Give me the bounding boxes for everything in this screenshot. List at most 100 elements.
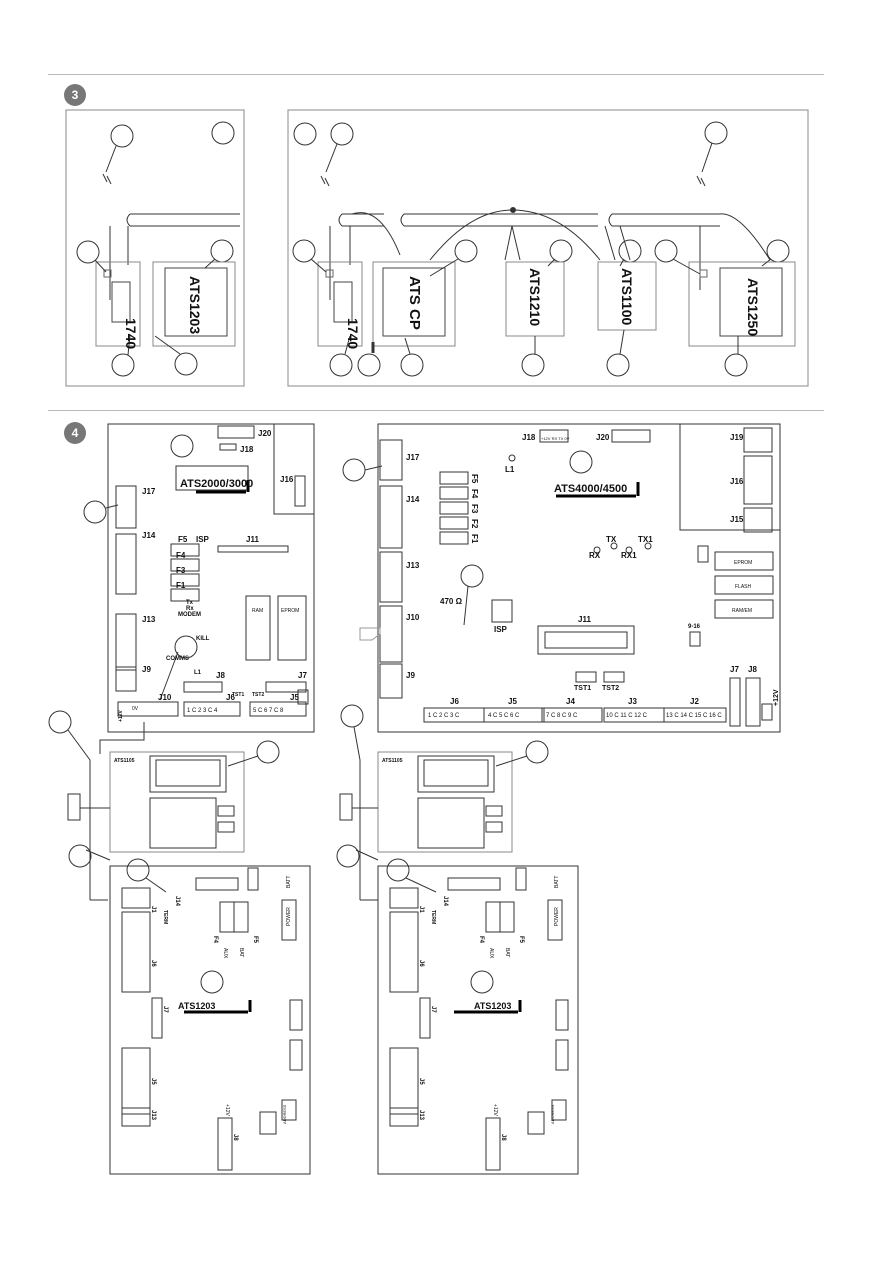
exp-right-f5: F5 <box>518 936 524 944</box>
diagram-3-right <box>287 109 809 387</box>
ats2000-j5: J5 <box>290 693 299 702</box>
ats2000-comms: COMMS <box>166 656 189 662</box>
exp-left-f4: F4 <box>212 936 218 944</box>
exp-right-j13: J13 <box>418 1110 424 1121</box>
exp-right-power: POWER <box>554 907 560 926</box>
ats4000-f1: F1 <box>470 534 479 544</box>
ats4000-j18-pins: +12V RX TX 0V <box>541 436 570 441</box>
ats4000-isp: ISP <box>494 625 508 634</box>
ats2000-kill: KILL <box>196 636 210 642</box>
ats4000-tx: TX <box>606 535 617 544</box>
ats4000-j14: J14 <box>406 495 420 504</box>
ats2000-f4-label: F4 <box>176 551 186 560</box>
ats4000-j17: J17 <box>406 453 420 462</box>
exp-left-aux: AUX <box>222 948 228 959</box>
exp-right-batt: BATT <box>554 876 560 888</box>
ats4000-eprom: EPROM <box>734 560 752 566</box>
ats4000-j19: J19 <box>730 433 744 442</box>
exp-left-j14: J14 <box>174 896 180 907</box>
ats2000-j18: J18 <box>240 445 254 454</box>
keypad-right <box>336 704 549 901</box>
ats2000-j17: J17 <box>142 487 156 496</box>
exp-left-address: ADDRESS <box>282 1104 287 1124</box>
ats2000-j10: J10 <box>158 693 172 702</box>
ats4000-j5: J5 <box>508 697 517 706</box>
ats2000-j6-pins: 1 C 2 3 C 4 <box>187 708 218 714</box>
ats4000-j4-pins: 7 C 8 C 9 C <box>546 713 578 719</box>
exp-left-f5: F5 <box>252 936 258 944</box>
ats4000-l1: L1 <box>505 465 515 474</box>
expander-left <box>109 858 311 1175</box>
ats4000-tx1: TX1 <box>638 535 653 544</box>
ats4000-j20: J20 <box>596 433 610 442</box>
exp-right-term: TERM <box>430 910 436 924</box>
exp-left-bat: BAT <box>238 948 244 957</box>
ats4000-title: ATS4000/4500 <box>554 483 627 495</box>
exp-right-12v: +12V <box>492 1104 498 1116</box>
ats4000-j2: J2 <box>690 697 699 706</box>
ats4000-j3-pins: 10 C 11 C 12 C <box>606 713 648 719</box>
ats2000-f5: F5 <box>178 535 188 544</box>
ats2000-tst1: TST1 <box>232 692 244 698</box>
ats4000-j18: J18 <box>522 433 536 442</box>
ats4000-j10: J10 <box>406 613 420 622</box>
exp-right-address: ADDRESS <box>550 1104 555 1124</box>
ats2000-modem: MODEM <box>178 612 201 618</box>
ats2000-tx: Tx <box>186 600 194 606</box>
ats2000-j11: J11 <box>246 535 259 544</box>
ats2000-board <box>83 423 315 733</box>
exp-left-j8: J8 <box>232 1134 238 1141</box>
ats2000-j16: J16 <box>280 475 294 484</box>
ats2000-j5-pins: 5 C 6 7 C 8 <box>253 708 284 714</box>
ats4000-j8: J8 <box>748 665 757 674</box>
step-4-badge: 4 <box>64 422 86 444</box>
ats2000-0v: 0V <box>132 706 139 712</box>
ats4000-j9: J9 <box>406 671 415 680</box>
exp-right-j1: J1 <box>418 906 424 913</box>
ats2000-j6: J6 <box>226 693 235 702</box>
exp-right-j8: J8 <box>500 1134 506 1141</box>
ats4000-j3: J3 <box>628 697 637 706</box>
ats4000-flash: FLASH <box>735 584 752 590</box>
label-ats1100: ATS1100 <box>619 268 635 326</box>
exp-left-j7: J7 <box>162 1006 168 1013</box>
keypad-right-label: ATS1105 <box>382 758 403 764</box>
ats2000-j20: J20 <box>258 429 272 438</box>
ats2000-ram: RAM <box>252 608 263 614</box>
ats4000-f5: F5 <box>470 474 479 484</box>
ats4000-rx1: RX1 <box>621 551 637 560</box>
ats2000-l1: L1 <box>194 670 202 676</box>
ats2000-f3: F3 <box>176 566 186 575</box>
ats4000-j15: J15 <box>730 515 744 524</box>
label-ats1203-left: ATS1203 <box>187 276 203 334</box>
keypad-left-label: ATS1105 <box>114 758 135 764</box>
diagram-3-left <box>65 109 245 387</box>
exp-right-j7: J7 <box>430 1006 436 1013</box>
ats2000-j13: J13 <box>142 615 156 624</box>
step-3-badge: 3 <box>64 84 86 106</box>
exp-left-batt: BATT <box>286 876 292 888</box>
ats2000-j7: J7 <box>298 671 307 680</box>
ats4000-j5-pins: 4 C 5 C 6 C <box>488 713 520 719</box>
exp-right-title: ATS1203 <box>474 1001 511 1011</box>
ats2000-f1: F1 <box>176 581 186 590</box>
ats2000-j9: J9 <box>142 665 151 674</box>
expander-right <box>377 858 579 1175</box>
exp-right-j5: J5 <box>418 1078 424 1085</box>
label-ats1250: ATS1250 <box>745 278 761 336</box>
ats4000-f4: F4 <box>470 489 479 499</box>
exp-right-j6: J6 <box>418 960 424 967</box>
exp-left-j13: J13 <box>150 1110 156 1121</box>
ats4000-tst2: TST2 <box>602 685 619 692</box>
exp-right-bat: BAT <box>504 948 510 957</box>
exp-left-j6: J6 <box>150 960 156 967</box>
ats4000-j7: J7 <box>730 665 739 674</box>
label-1740-left: 1740 <box>123 318 139 349</box>
exp-left-term: TERM <box>162 910 168 924</box>
ats4000-f2: F2 <box>470 519 479 529</box>
keypad-left <box>48 710 280 901</box>
ats2000-rx: Rx <box>186 606 194 612</box>
exp-right-aux: AUX <box>488 948 494 959</box>
ats4000-470: 470 Ω <box>440 597 463 606</box>
exp-left-power: POWER <box>286 907 292 926</box>
